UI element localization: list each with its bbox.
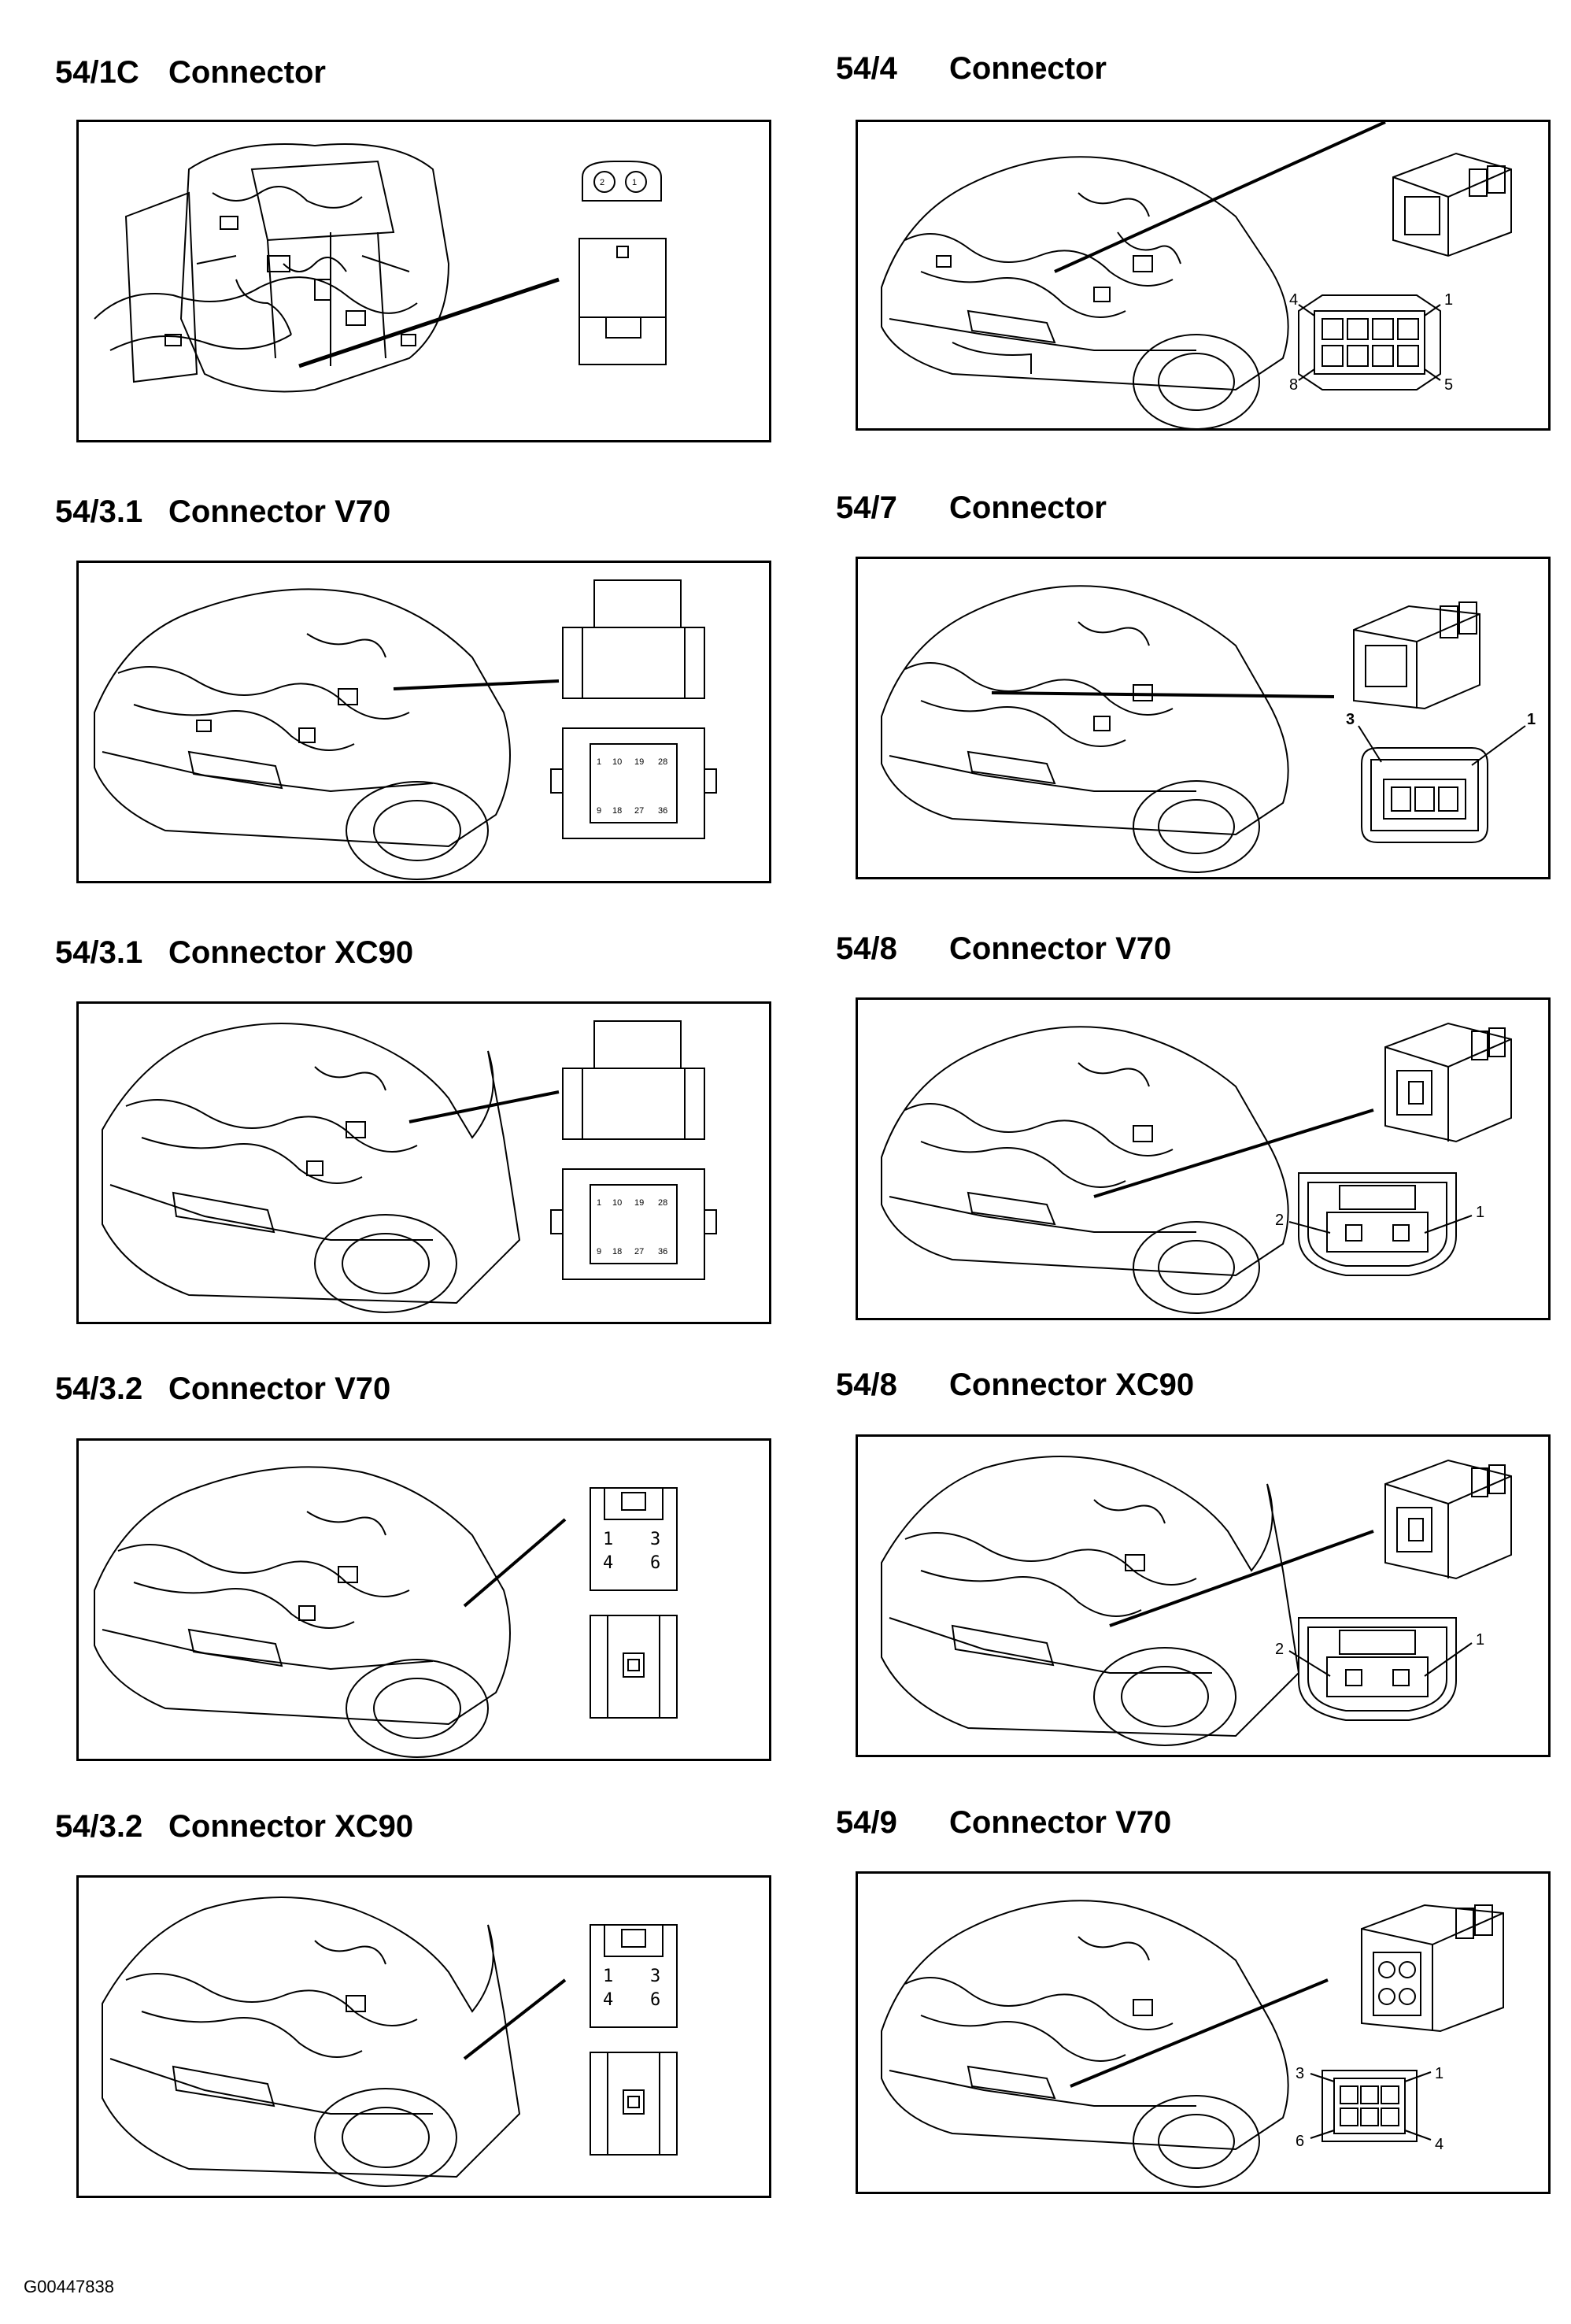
section-title: 54/1C Connector bbox=[55, 55, 326, 91]
pin-label: 28 bbox=[658, 757, 667, 767]
pin-label: 3 bbox=[650, 1967, 660, 1986]
engine-harness-illustration: 2 1 bbox=[94, 143, 667, 393]
pin-label: 18 bbox=[612, 1247, 622, 1256]
diagram-frame-54-3-1-v70: 1 10 19 28 9 18 27 36 bbox=[76, 561, 771, 883]
section-title: 54/9 Connector V70 bbox=[836, 1805, 1171, 1841]
pin-label: 2 bbox=[1275, 1212, 1284, 1229]
pin-label: 19 bbox=[634, 1198, 644, 1208]
diagram-frame-54-1c: 2 1 bbox=[76, 120, 771, 442]
suv-harness-illustration: 1 3 4 6 bbox=[102, 1897, 678, 2187]
pin-label: 27 bbox=[634, 806, 644, 816]
pin-label: 6 bbox=[650, 1553, 660, 1573]
diagram-frame-54-3-2-v70: 1 3 4 6 bbox=[76, 1438, 771, 1761]
pin-label: 4 bbox=[1435, 2136, 1443, 2153]
section-title: 54/4 Connector bbox=[836, 51, 1107, 87]
pin-label: 1 bbox=[603, 1530, 613, 1549]
car-harness-illustration: 2 1 bbox=[881, 1022, 1512, 1314]
connector-name: Connector V70 bbox=[949, 1805, 1172, 1840]
diagram-frame-54-3-2-xc90: 1 3 4 6 bbox=[76, 1875, 771, 2198]
section-title: 54/3.1 Connector XC90 bbox=[55, 935, 413, 971]
pin-label: 2 bbox=[600, 178, 604, 187]
diagram-frame-54-4: 4 1 8 5 bbox=[856, 120, 1551, 431]
connector-name: Connector V70 bbox=[168, 494, 391, 529]
pin-label: 36 bbox=[658, 1247, 667, 1256]
section-title: 54/3.2 Connector V70 bbox=[55, 1371, 390, 1407]
connector-code: 54/3.2 bbox=[55, 1809, 143, 1844]
connector-code: 54/3.1 bbox=[55, 935, 143, 970]
diagram-frame-54-7: 3 1 bbox=[856, 557, 1551, 879]
section-title: 54/3.2 Connector XC90 bbox=[55, 1809, 413, 1845]
car-harness-illustration: 3 1 6 4 bbox=[881, 1900, 1504, 2188]
pin-label: 1 bbox=[632, 178, 637, 187]
connector-code: 54/9 bbox=[836, 1805, 897, 1840]
pin-label: 4 bbox=[603, 1990, 613, 2010]
connector-name: Connector bbox=[168, 55, 326, 90]
pin-label: 6 bbox=[1296, 2133, 1304, 2150]
pin-label: 10 bbox=[612, 757, 622, 767]
connector-code: 54/3.2 bbox=[55, 1371, 143, 1406]
pin-label: 2 bbox=[1275, 1641, 1284, 1658]
connector-name: Connector XC90 bbox=[949, 1367, 1195, 1402]
connector-name: Connector bbox=[949, 490, 1107, 525]
diagram-frame-54-9-v70: 3 1 6 4 bbox=[856, 1871, 1551, 2194]
pin-label: 1 bbox=[603, 1967, 613, 1986]
connector-code: 54/8 bbox=[836, 931, 897, 966]
suv-harness-illustration: 2 1 bbox=[881, 1456, 1512, 1746]
pin-label: 1 bbox=[1435, 2065, 1443, 2082]
car-harness-illustration: 4 1 8 5 bbox=[881, 122, 1512, 428]
suv-harness-illustration: 1 10 19 28 9 18 27 36 bbox=[102, 1020, 717, 1313]
pin-label: 1 bbox=[1527, 711, 1536, 728]
connector-name: Connector XC90 bbox=[168, 935, 414, 970]
diagram-frame-54-8-v70: 2 1 bbox=[856, 997, 1551, 1320]
figure-id: G00447838 bbox=[24, 2277, 114, 2296]
pin-label: 3 bbox=[1296, 2065, 1304, 2082]
pin-label: 36 bbox=[658, 806, 667, 816]
pin-label: 4 bbox=[603, 1553, 613, 1573]
car-harness-illustration: 1 10 19 28 9 18 27 36 bbox=[94, 579, 717, 880]
pin-label: 28 bbox=[658, 1198, 667, 1208]
pin-label: 1 bbox=[597, 1198, 601, 1208]
connector-code: 54/7 bbox=[836, 490, 897, 525]
connector-code: 54/8 bbox=[836, 1367, 897, 1402]
pin-label: 9 bbox=[597, 1247, 601, 1256]
pin-label: 19 bbox=[634, 757, 644, 767]
pin-label: 10 bbox=[612, 1198, 622, 1208]
pin-label: 3 bbox=[650, 1530, 660, 1549]
connector-code: 54/1C bbox=[55, 55, 139, 90]
connector-name: Connector V70 bbox=[168, 1371, 391, 1406]
diagram-frame-54-8-xc90: 2 1 bbox=[856, 1434, 1551, 1757]
pin-label: 6 bbox=[650, 1990, 660, 2010]
pin-label: 18 bbox=[612, 806, 622, 816]
connector-name: Connector V70 bbox=[949, 931, 1172, 966]
pin-label: 27 bbox=[634, 1247, 644, 1256]
pin-label: 3 bbox=[1346, 711, 1355, 728]
pin-label: 1 bbox=[597, 757, 601, 767]
section-title: 54/3.1 Connector V70 bbox=[55, 494, 390, 530]
diagram-frame-54-3-1-xc90: 1 10 19 28 9 18 27 36 bbox=[76, 1001, 771, 1324]
pin-label: 4 bbox=[1289, 291, 1298, 309]
pin-label: 1 bbox=[1476, 1631, 1484, 1649]
car-harness-illustration: 1 3 4 6 bbox=[94, 1466, 678, 1758]
pin-label: 5 bbox=[1444, 376, 1453, 394]
section-title: 54/8 Connector XC90 bbox=[836, 1367, 1194, 1403]
pin-label: 1 bbox=[1476, 1204, 1484, 1221]
pin-label: 1 bbox=[1444, 291, 1453, 309]
section-title: 54/7 Connector bbox=[836, 490, 1107, 526]
pin-label: 9 bbox=[597, 806, 601, 816]
section-title: 54/8 Connector V70 bbox=[836, 931, 1171, 967]
car-harness-illustration: 3 1 bbox=[881, 585, 1536, 873]
connector-code: 54/3.1 bbox=[55, 494, 143, 529]
connector-name: Connector XC90 bbox=[168, 1809, 414, 1844]
connector-code: 54/4 bbox=[836, 51, 897, 86]
pin-label: 8 bbox=[1289, 376, 1298, 394]
connector-name: Connector bbox=[949, 51, 1107, 86]
